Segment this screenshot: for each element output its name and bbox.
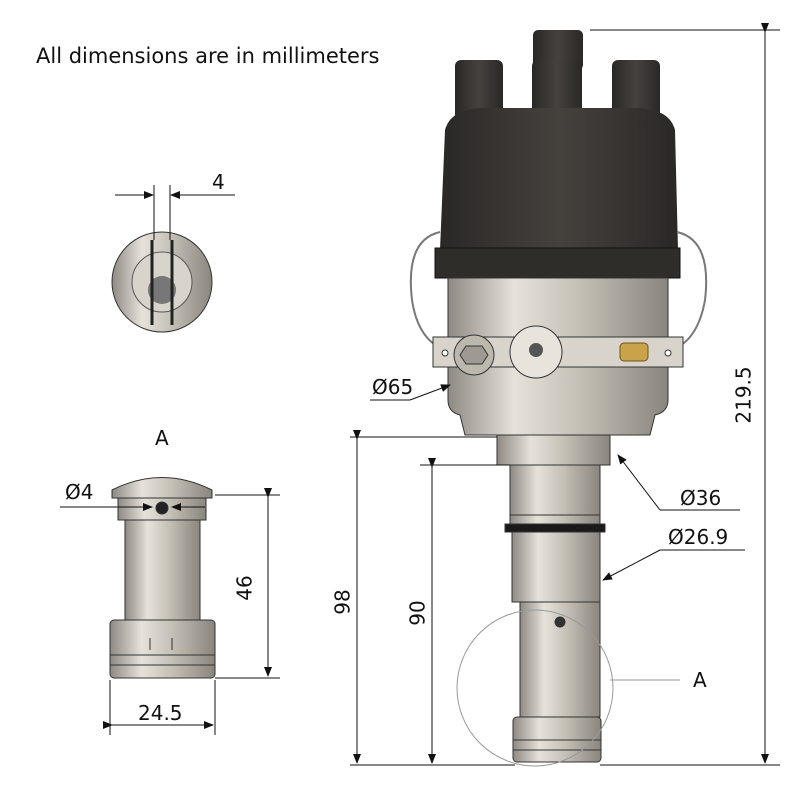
body-diameter-label: Ø65 [372,375,414,399]
spring-clips [409,231,708,351]
main-dimension-lines [350,23,780,766]
distributor-cap [434,30,681,279]
length-90-label: 90 [405,600,430,626]
distributor-body [432,277,684,436]
shaft-lower-diameter-label: Ø26.9 [668,525,729,549]
detail-callout-circle [456,609,614,767]
shaft-upper-diameter-label: Ø36 [680,486,722,510]
distributor-shaft [496,434,611,763]
detail-a-dimension-lines [60,488,280,735]
total-height-label: 219.5 [731,366,756,424]
units-note: All dimensions are in millimeters [36,44,380,68]
detail-width-label: 24.5 [138,701,183,725]
detail-height-label: 46 [232,575,257,601]
detail-a-part [109,477,216,679]
pin-diameter-label: Ø4 [65,480,94,504]
top-view [111,185,235,333]
detail-callout-label: A [693,668,707,692]
slot-width-label: 4 [212,170,225,194]
length-98-label: 98 [330,589,355,615]
detail-a-title: A [155,426,169,450]
